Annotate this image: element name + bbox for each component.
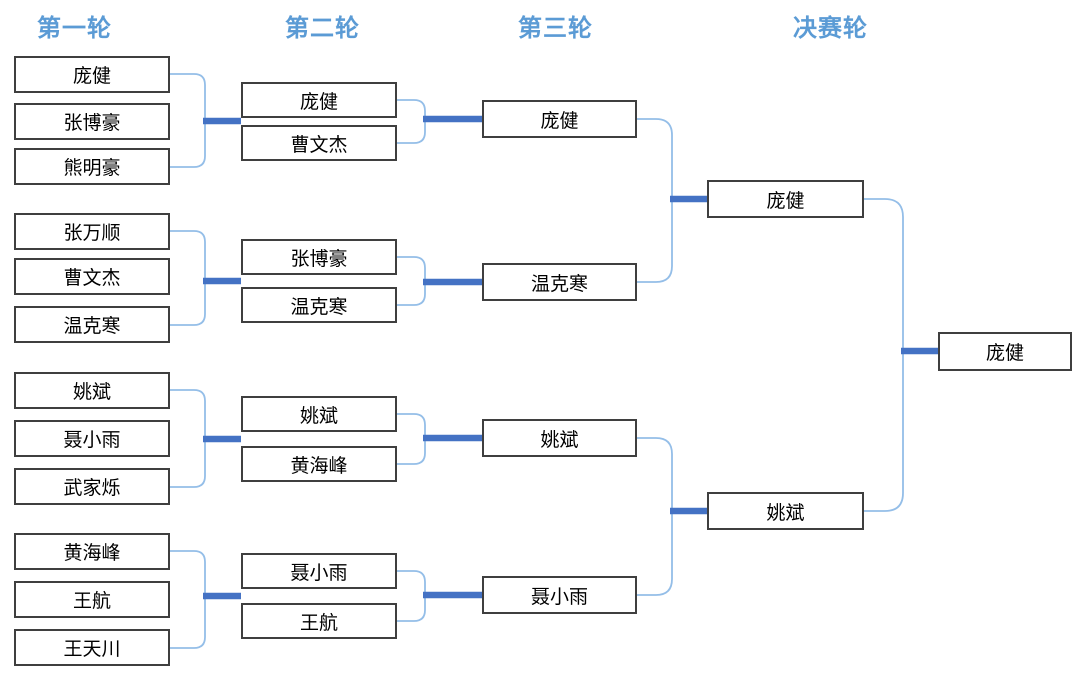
bracket-curve-r3-bottom	[637, 437, 673, 596]
round3-w3-box: 姚斌	[482, 419, 637, 457]
champion-box: 庞健	[938, 332, 1072, 371]
round1-g4-p1-box: 黄海峰	[14, 533, 170, 570]
round-header-final: 决赛轮	[793, 15, 868, 42]
round1-g1-p1-box: 庞健	[14, 56, 170, 93]
round2-m3-p2-box: 黄海峰	[241, 446, 397, 482]
round-header-3: 第三轮	[518, 15, 593, 42]
round1-g1-p3-box: 熊明豪	[14, 148, 170, 185]
bracket-curve-r2-m4	[397, 570, 426, 622]
round1-g3-p1-box: 姚斌	[14, 372, 170, 409]
round2-m4-p2-box: 王航	[241, 603, 397, 639]
round1-g2-p3-box: 温克寒	[14, 306, 170, 343]
round2-m2-p2-box: 温克寒	[241, 287, 397, 323]
bracket-curve-semifinal	[864, 198, 904, 512]
semifinal-w1-box: 庞健	[707, 180, 864, 218]
round1-g1-p2-box: 张博豪	[14, 103, 170, 140]
round2-m2-p1-box: 张博豪	[241, 239, 397, 275]
round1-g2-p1-box: 张万顺	[14, 213, 170, 250]
bracket-curve-r3-top	[637, 118, 673, 283]
bracket-curve-r2-m3	[397, 413, 426, 465]
round-header-2: 第二轮	[285, 15, 360, 42]
bracket-curve-r1-g1	[170, 73, 206, 168]
bracket-curve-r2-m2	[397, 256, 426, 306]
bracket-curve-r1-g3	[170, 389, 206, 488]
round1-g3-p2-box: 聂小雨	[14, 420, 170, 457]
round2-m1-p1-box: 庞健	[241, 82, 397, 118]
semifinal-w2-box: 姚斌	[707, 492, 864, 530]
round1-g3-p3-box: 武家烁	[14, 468, 170, 505]
round1-g4-p2-box: 王航	[14, 581, 170, 618]
round2-m1-p2-box: 曹文杰	[241, 125, 397, 161]
bracket-curve-r1-g2	[170, 230, 206, 326]
round3-w2-box: 温克寒	[482, 263, 637, 301]
round2-m3-p1-box: 姚斌	[241, 396, 397, 432]
bracket-curve-r2-m1	[397, 99, 426, 144]
round1-g4-p3-box: 王天川	[14, 629, 170, 666]
round-header-1: 第一轮	[37, 15, 112, 42]
round1-g2-p2-box: 曹文杰	[14, 258, 170, 295]
round2-m4-p1-box: 聂小雨	[241, 553, 397, 589]
bracket-curve-r1-g4	[170, 550, 206, 649]
round3-w1-box: 庞健	[482, 100, 637, 138]
round3-w4-box: 聂小雨	[482, 576, 637, 614]
